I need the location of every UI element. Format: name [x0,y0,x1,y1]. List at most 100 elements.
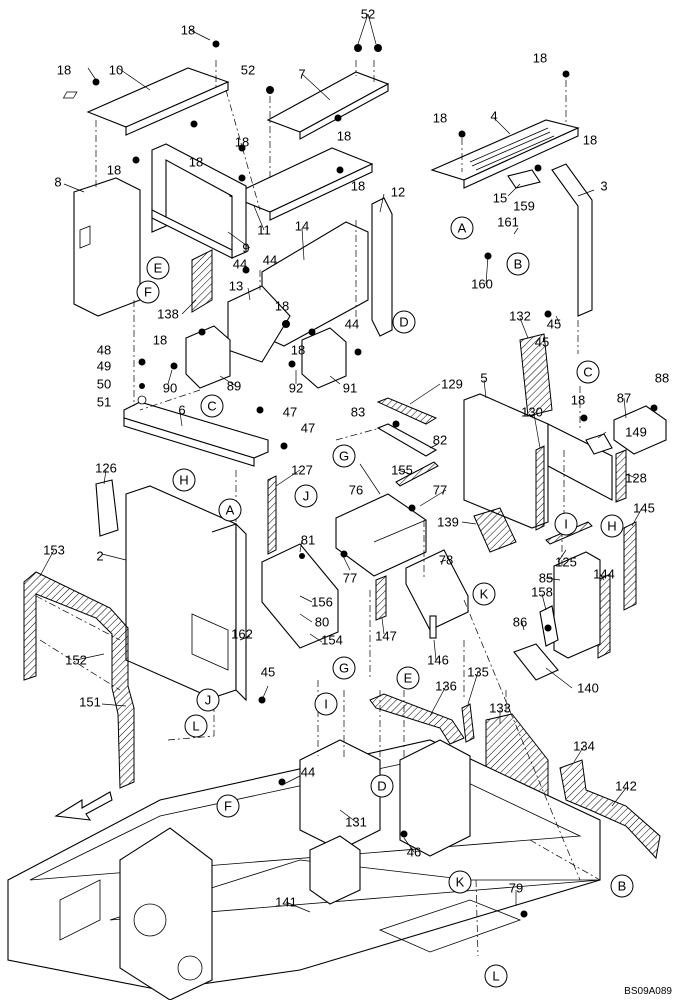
reference-letter-i-1: I [314,692,338,716]
callout-160-9: 160 [471,277,493,292]
callout-159-7: 159 [513,199,535,214]
reference-letter-a-0: A [450,216,474,240]
reference-letter-f-1: F [216,794,240,818]
svg-text:K: K [456,875,465,890]
callout-82-32: 82 [433,433,447,448]
svg-text:B: B [618,879,627,894]
callout-147-56: 147 [375,629,397,644]
svg-text:J: J [303,489,310,504]
callout-7-3: 7 [298,67,305,82]
callout-149-37: 149 [625,425,647,440]
callout-52-1: 52 [361,7,375,22]
callout-151-63: 151 [79,695,101,710]
callout-90-25: 90 [163,381,177,396]
fasteners [92,40,658,918]
callout-140-62: 140 [577,681,599,696]
drawing-code: BS09A089 [624,986,672,997]
svg-text:G: G [339,661,349,676]
callout-162-59: 162 [231,627,253,642]
callout-18-r2: 18 [189,155,203,170]
callout-145-45: 145 [633,501,655,516]
reference-letter-b-1: B [610,874,634,898]
callout-127-40: 127 [291,463,313,478]
callout-18-r5: 18 [351,179,365,194]
callout-134-67: 134 [573,739,595,754]
callout-156-53: 156 [311,595,333,610]
callout-44-r14: 44 [233,257,247,272]
callout-141-72: 141 [275,895,297,910]
callout-128-38: 128 [625,471,647,486]
callout-45-r17: 45 [535,335,549,350]
reference-letter-f-0: F [136,280,160,304]
callout-83-31: 83 [351,405,365,420]
callout-88-36: 88 [655,371,669,386]
callout-4-4: 4 [490,109,497,124]
callout-77-43: 77 [433,483,447,498]
reference-letter-e-1: E [396,666,420,690]
callout-153-51: 153 [43,543,65,558]
callout-161-8: 161 [497,215,519,230]
callout-44-15: 44 [263,253,277,268]
callout-50-22: 50 [97,377,111,392]
callout-85-49: 85 [539,571,553,586]
callout-133-66: 133 [489,701,511,716]
callout-15-6: 15 [493,191,507,206]
svg-text:E: E [154,261,163,276]
callout-3-5: 3 [600,179,607,194]
callout-130-34: 130 [521,405,543,420]
callout-18-r7: 18 [433,111,447,126]
callout-91-28: 91 [343,381,357,396]
callout-77-r19: 77 [343,571,357,586]
callout-18-r10: 18 [153,333,167,348]
callout-138-17: 138 [157,307,179,322]
reference-letter-c-0: C [200,394,224,418]
reference-letter-j-1: J [196,688,220,712]
callout-48-20: 48 [97,343,111,358]
reference-letter-i-0: I [554,512,578,536]
callout-129-30: 129 [441,377,463,392]
reference-letter-h-1: H [600,514,624,538]
callout-142-68: 142 [615,779,637,794]
callout-45-18: 45 [547,317,561,332]
reference-letter-b-0: B [506,252,530,276]
svg-text:H: H [179,473,188,488]
callout-11-11: 11 [257,223,271,238]
reference-letter-k-1: K [448,870,472,894]
svg-text:L: L [492,969,499,984]
callout-47-r18: 47 [301,421,315,436]
callout-52-r13: 52 [241,63,255,78]
leader-lines [39,13,643,913]
callout-126-39: 126 [95,461,117,476]
callout-132-19: 132 [509,309,531,324]
reference-letter-g-0: G [332,444,356,468]
callout-125-48: 125 [555,555,577,570]
callout-80-54: 80 [315,615,329,630]
svg-text:F: F [144,285,152,300]
callout-86-60: 86 [513,615,527,630]
callout-49-21: 49 [97,359,111,374]
svg-text:C: C [583,365,592,380]
svg-text:K: K [480,587,489,602]
callout-135-64: 135 [467,665,489,680]
svg-text:C: C [207,399,216,414]
reference-letter-e-0: E [146,256,170,280]
callout-18-0: 18 [181,23,195,38]
svg-text:L: L [192,719,199,734]
callout-139-44: 139 [437,515,459,530]
callout-18-r6: 18 [533,51,547,66]
svg-text:E: E [404,671,413,686]
callout-158-57: 158 [531,585,553,600]
svg-text:I: I [564,517,568,532]
callout-12-12: 12 [391,185,405,200]
callout-131-69: 131 [345,815,367,830]
svg-text:G: G [339,449,349,464]
reference-letter-k-0: K [472,582,496,606]
svg-text:B: B [514,257,523,272]
reference-letter-l-0: L [184,714,208,738]
callout-10-2: 10 [109,63,123,78]
svg-text:F: F [224,799,232,814]
callout-155-41: 155 [391,463,413,478]
